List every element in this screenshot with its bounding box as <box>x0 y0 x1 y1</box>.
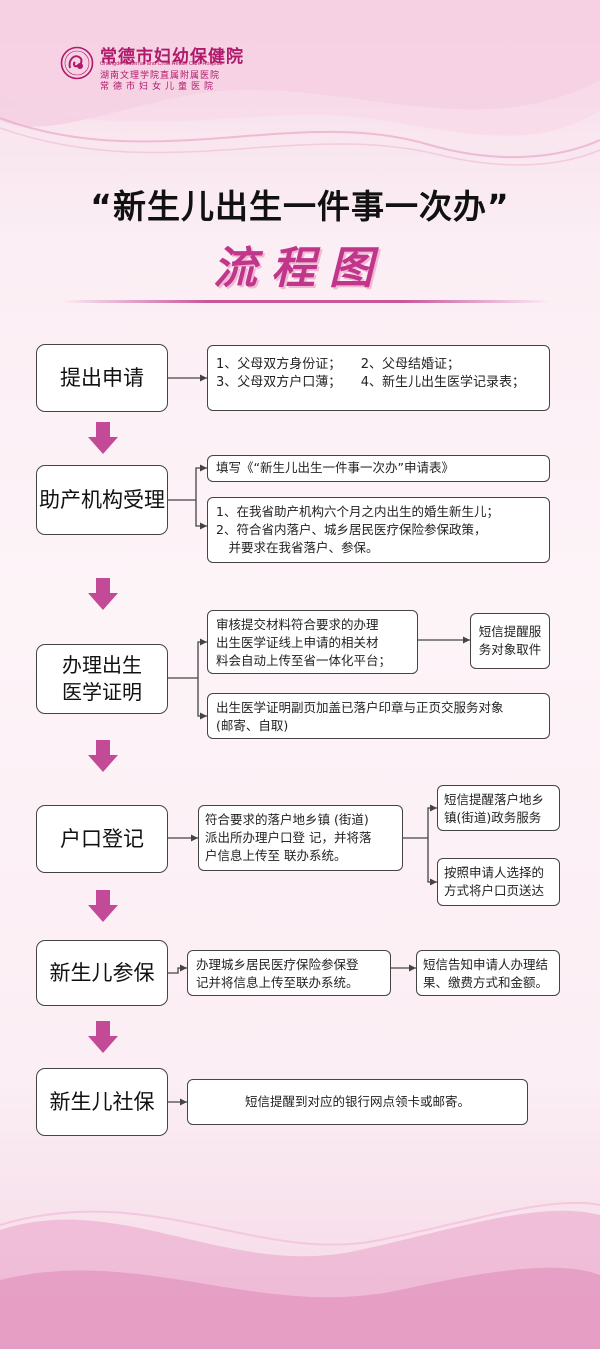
step5-insurance-registration-box: 办理城乡居民医疗保险参保登 记并将信息上传至联办系统。 <box>187 950 391 996</box>
box-line: 符合要求的落户地乡镇 (街道) <box>205 812 369 827</box>
box-line: 出生医学证线上申请的相关材 <box>216 635 379 650</box>
box-line: 户信息上传至 联办系统。 <box>205 848 347 863</box>
step3-review-upload-box: 审核提交材料符合要求的办理 出生医学证线上申请的相关材 料会自动上传至省一体化平… <box>207 610 418 674</box>
down-arrow-icon <box>88 578 118 610</box>
step-label: 户口登记 <box>60 826 144 851</box>
step-label: 新生儿参保 <box>49 960 155 985</box>
hospital-logo-icon <box>60 46 94 80</box>
hospital-name: 常德市妇幼保健院 <box>100 47 244 67</box>
down-arrow-icon <box>88 422 118 454</box>
box-line: 短信提醒服 <box>478 624 542 639</box>
box-line: 务对象取件 <box>478 642 542 657</box>
box-line: 短信提醒落户地乡 <box>444 792 545 807</box>
box-line: 短信提醒到对应的银行网点领卡或邮寄。 <box>244 1094 470 1109</box>
step1-required-documents-box: 1、父母双方身份证； 2、父母结婚证； 3、父母双方户口薄； 4、新生儿出生医学… <box>207 345 550 411</box>
box-line: 出生医学证明副页加盖已落户印章与正页交服务对象 <box>216 700 504 715</box>
box-line: 短信告知申请人办理结 <box>423 957 549 972</box>
step4-sms-township-box: 短信提醒落户地乡 镇(街道)政务服务 <box>437 785 560 831</box>
step-label: 办理出生医学证明 <box>62 653 142 704</box>
down-arrow-icon <box>88 740 118 772</box>
box-line: 果、缴费方式和金额。 <box>423 975 549 990</box>
title-divider <box>60 300 550 303</box>
step4-deliver-household-page-box: 按照申请人选择的 方式将户口页送达 <box>437 858 560 906</box>
step-midwifery-acceptance: 助产机构受理 <box>36 465 168 535</box>
box-line: 记并将信息上传至联办系统。 <box>196 975 359 990</box>
step-submit-application: 提出申请 <box>36 344 168 412</box>
box-line: 镇(街道)政务服务 <box>444 810 542 825</box>
hospital-name-en: Changde Maternal and Child Health Care H… <box>100 61 223 67</box>
box-line: 办理城乡居民医疗保险参保登 <box>196 957 359 972</box>
step-birth-certificate: 办理出生医学证明 <box>36 644 168 714</box>
down-arrow-icon <box>88 890 118 922</box>
box-line: 2、符合省内落户、城乡居民医疗保险参保政策， <box>216 522 487 537</box>
step4-police-registration-box: 符合要求的落户地乡镇 (街道) 派出所办理户口登 记，并将落 户信息上传至 联办… <box>198 805 403 871</box>
box-line: (邮寄、自取) <box>216 718 289 733</box>
step-newborn-social-security: 新生儿社保 <box>36 1068 168 1136</box>
box-line: 方式将户口页送达 <box>444 883 545 898</box>
step3-deliver-certificate-box: 出生医学证明副页加盖已落户印章与正页交服务对象 (邮寄、自取) <box>207 693 550 739</box>
box-line: 1、父母双方身份证； 2、父母结婚证； <box>216 357 461 372</box>
box-line: 按照申请人选择的 <box>444 865 545 880</box>
step2-fill-form-box: 填写《“新生儿出生一件事一次办”申请表》 <box>207 455 550 482</box>
step6-sms-bank-card-box: 短信提醒到对应的银行网点领卡或邮寄。 <box>187 1079 528 1125</box>
step3-sms-pickup-box: 短信提醒服 务对象取件 <box>470 613 550 669</box>
page-subtitle: 流程图 <box>213 243 387 294</box>
step2-eligibility-box: 1、在我省助产机构六个月之内出生的婚生新生儿； 2、符合省内落户、城乡居民医疗保… <box>207 497 550 563</box>
box-line: 填写《“新生儿出生一件事一次办”申请表》 <box>216 460 454 475</box>
box-line: 并要求在我省落户、参保。 <box>216 540 379 555</box>
step-household-registration: 户口登记 <box>36 805 168 873</box>
box-line: 审核提交材料符合要求的办理 <box>216 617 379 632</box>
step-newborn-insurance: 新生儿参保 <box>36 940 168 1006</box>
hospital-affiliation: 湖南文理学院直属附属医院 <box>100 71 221 81</box>
step-label: 新生儿社保 <box>49 1089 155 1114</box>
down-arrow-icon <box>88 1021 118 1053</box>
box-line: 3、父母双方户口薄； 4、新生儿出生医学记录表； <box>216 375 526 390</box>
page-title: “新生儿出生一件事一次办” <box>90 187 510 226</box>
step-label: 提出申请 <box>60 365 144 390</box>
step-label: 助产机构受理 <box>39 487 165 512</box>
box-line: 1、在我省助产机构六个月之内出生的婚生新生儿； <box>216 504 499 519</box>
step5-sms-payment-box: 短信告知申请人办理结 果、缴费方式和金额。 <box>416 950 560 996</box>
box-line: 料会自动上传至省一体化平台； <box>216 653 392 668</box>
children-hospital-name: 常德市妇女儿童医院 <box>100 82 218 92</box>
box-line: 派出所办理户口登 记，并将落 <box>205 830 372 845</box>
